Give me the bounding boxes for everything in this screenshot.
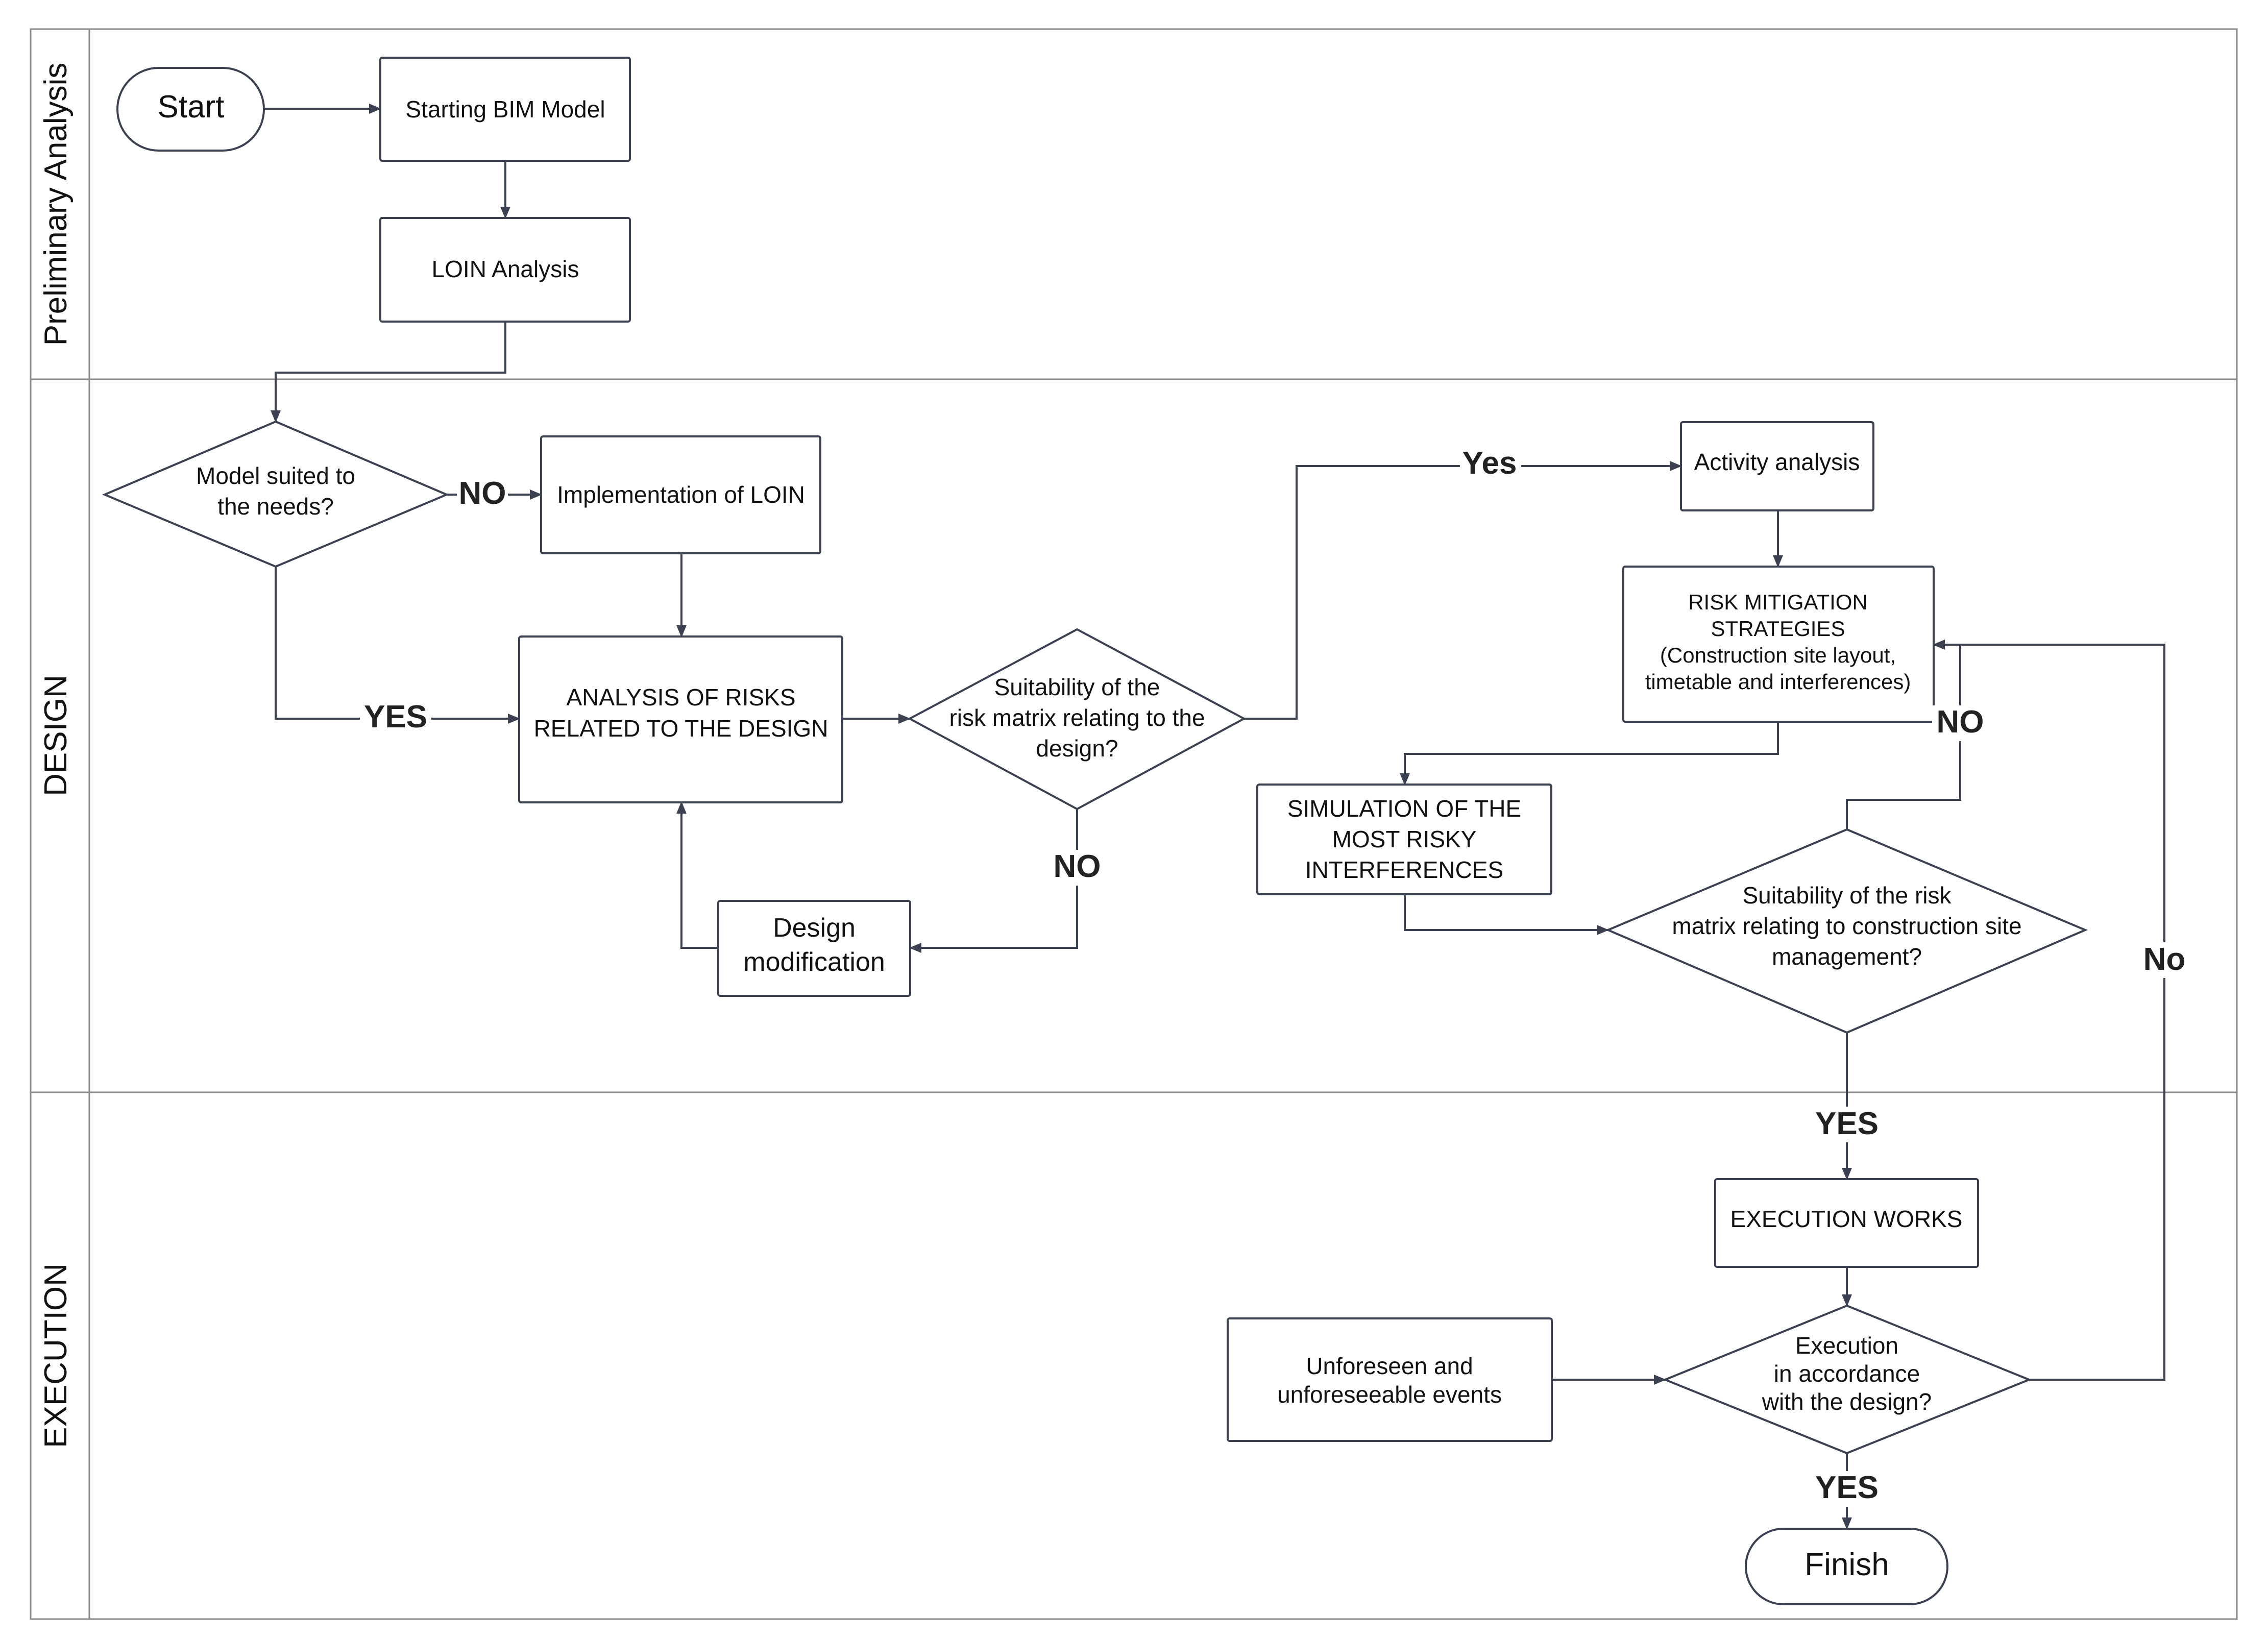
design-modification-line-2: modification: [743, 947, 885, 977]
suitability-site-line-1: Suitability of the risk: [1742, 882, 1952, 909]
label-site-no: NO: [1937, 704, 1984, 740]
activity-analysis-label: Activity analysis: [1694, 449, 1860, 475]
label-model-yes: YES: [364, 699, 427, 735]
start-terminal: Start: [116, 67, 265, 152]
label-design-no: NO: [1054, 849, 1101, 884]
starting-bim-label: Starting BIM Model: [405, 96, 605, 123]
simulation-box: SIMULATION OF THE MOST RISKY INTERFERENC…: [1256, 784, 1552, 895]
risk-mitigation-line-1: RISK MITIGATION: [1688, 590, 1868, 614]
simulation-line-3: INTERFERENCES: [1305, 856, 1503, 883]
model-suited-decision: Model suited to the needs?: [102, 420, 450, 568]
analysis-risks-line-2: RELATED TO THE DESIGN: [534, 715, 828, 742]
loin-analysis-box: LOIN Analysis: [379, 217, 631, 323]
unforeseen-line-1: Unforeseen and: [1306, 1353, 1473, 1379]
simulation-line-1: SIMULATION OF THE: [1287, 795, 1521, 822]
activity-analysis-box: Activity analysis: [1680, 421, 1874, 511]
edge-site-no: [1846, 640, 1961, 829]
execution-accordance-line-3: with the design?: [1762, 1388, 1932, 1415]
edge-simulation-to-site: [1404, 894, 1609, 935]
suitability-site-line-3: management?: [1772, 943, 1922, 970]
lane-title-preliminary: Preliminary Analysis: [38, 63, 74, 346]
design-modification-line-1: Design: [773, 913, 856, 943]
execution-accordance-line-2: in accordance: [1774, 1360, 1920, 1387]
analysis-risks-line-1: ANALYSIS OF RISKS: [566, 684, 795, 711]
suitability-site-line-2: matrix relating to construction site: [1672, 913, 2021, 939]
edge-modification-to-analysis: [676, 801, 718, 949]
starting-bim-model-box: Starting BIM Model: [379, 57, 631, 162]
execution-accordance-decision: Execution in accordance with the design?: [1662, 1304, 2032, 1455]
risk-mitigation-box: RISK MITIGATION STRATEGIES (Construction…: [1622, 566, 1935, 723]
edge-model-yes: [275, 567, 520, 724]
start-label: Start: [158, 89, 225, 125]
suitability-design-line-2: risk matrix relating to the: [949, 704, 1205, 731]
simulation-line-2: MOST RISKY: [1332, 826, 1477, 852]
loin-analysis-label: LOIN Analysis: [432, 256, 579, 282]
label-design-yes: Yes: [1462, 446, 1517, 481]
suitability-site-decision: Suitability of the risk matrix relating …: [1605, 828, 2088, 1034]
label-execution-no: No: [2143, 942, 2186, 977]
lane-title-design: DESIGN: [38, 675, 74, 796]
unforeseen-events-box: Unforeseen and unforeseeable events: [1227, 1317, 1553, 1442]
edge-accordance-no: [1960, 644, 2165, 1381]
suitability-design-decision: Suitability of the risk matrix relating …: [907, 628, 1247, 811]
edge-loin-to-model-suited: [271, 322, 506, 423]
design-modification-box: Design modification: [717, 900, 911, 997]
execution-works-label: EXECUTION WORKS: [1730, 1206, 1963, 1232]
edge-suitability-yes: [1244, 461, 1682, 720]
lane-outer-border: [30, 28, 2238, 1620]
suitability-design-line-1: Suitability of the: [994, 674, 1160, 700]
execution-accordance-line-1: Execution: [1795, 1332, 1898, 1359]
lane-title-execution: EXECUTION: [38, 1263, 74, 1448]
risk-mitigation-line-2: STRATEGIES: [1711, 617, 1845, 641]
finish-label: Finish: [1804, 1547, 1889, 1582]
label-model-no: NO: [459, 476, 506, 511]
swimlane-frame: [30, 28, 2238, 1620]
execution-works-box: EXECUTION WORKS: [1714, 1178, 1979, 1268]
edge-mitigation-to-simulation: [1400, 722, 1779, 786]
label-site-yes: YES: [1815, 1106, 1879, 1141]
unforeseen-line-2: unforeseeable events: [1277, 1381, 1502, 1408]
edge-labels: NO YES Yes NO NO YES No YES: [360, 446, 2190, 1507]
risk-mitigation-line-3: (Construction site layout,: [1660, 643, 1896, 667]
model-suited-line-2: the needs?: [217, 493, 334, 520]
finish-terminal: Finish: [1745, 1528, 1948, 1605]
implementation-loin-box: Implementation of LOIN: [540, 435, 821, 554]
implementation-loin-label: Implementation of LOIN: [557, 481, 805, 508]
analysis-risks-box: ANALYSIS OF RISKS RELATED TO THE DESIGN: [518, 635, 843, 803]
label-execution-yes: YES: [1815, 1470, 1879, 1505]
model-suited-line-1: Model suited to: [196, 462, 355, 489]
risk-mitigation-line-4: timetable and interferences): [1645, 670, 1911, 694]
suitability-design-line-3: design?: [1036, 735, 1118, 762]
